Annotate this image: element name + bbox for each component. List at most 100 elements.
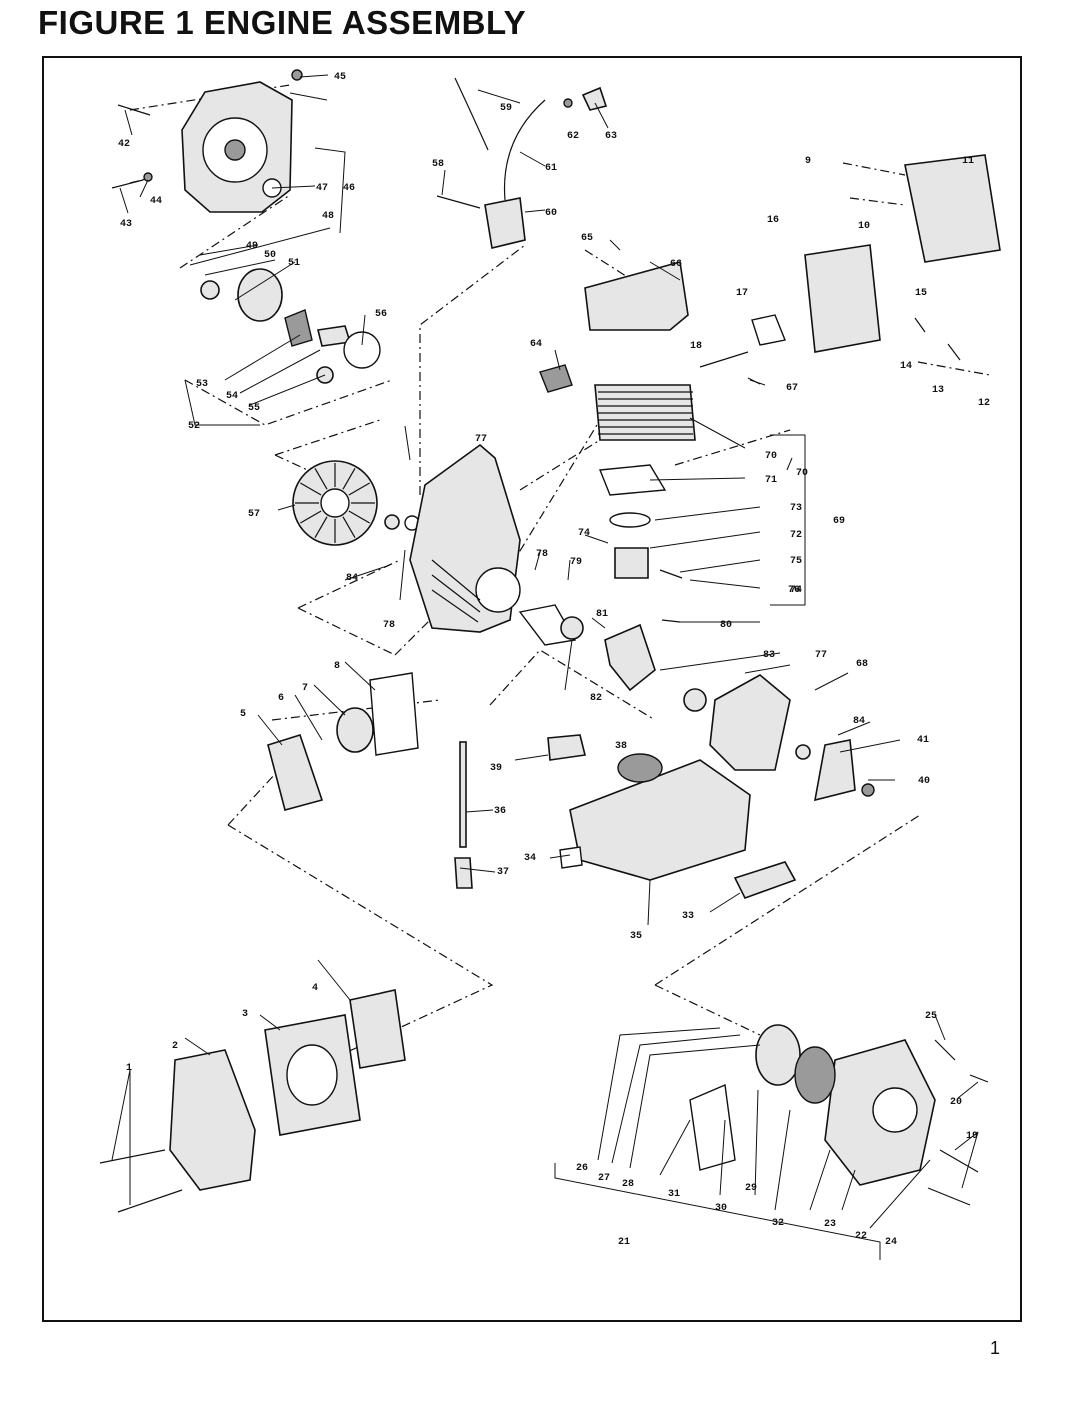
leader-line-62 [184, 1037, 211, 1056]
part-label-1: 1 [126, 1063, 132, 1074]
leader-line-10 [204, 259, 276, 276]
leader-line-8 [189, 227, 331, 266]
assembly-line-15 [674, 429, 791, 466]
leader-line-72 [659, 1119, 691, 1176]
part-label-51: 51 [288, 258, 300, 269]
part-label-27: 27 [598, 1173, 610, 1184]
flywheel-fin [300, 510, 322, 524]
part-label-5: 5 [240, 709, 246, 720]
flywheel-hub [320, 488, 350, 518]
leader-line-2 [289, 92, 328, 101]
leader-line-37 [591, 617, 606, 629]
pin-75 [659, 569, 683, 579]
assembly-line-23 [917, 361, 991, 376]
part-label-34: 34 [524, 853, 536, 864]
crankcase-bore [475, 567, 521, 613]
assembly-line-12 [489, 419, 601, 601]
part-label-14: 14 [900, 361, 912, 372]
leader-line-59 [257, 714, 283, 746]
page-title: FIGURE 1 ENGINE ASSEMBLY [38, 4, 527, 41]
flywheel-fin [300, 482, 322, 496]
washer-56 [343, 331, 381, 369]
leader-line-9 [199, 244, 259, 256]
part-label-49: 49 [246, 241, 258, 252]
part-label-74: 74 [578, 528, 590, 539]
part-label-80: 80 [720, 620, 732, 631]
part-label-53: 53 [196, 379, 208, 390]
assembly-line-17 [227, 824, 494, 1061]
assembly-line-22 [849, 197, 906, 206]
leader-line-52 [459, 867, 496, 873]
boot-63 [581, 86, 608, 111]
leader-line-27 [689, 417, 746, 449]
parts-layer [99, 69, 1001, 1213]
part-label-52: 52 [188, 421, 200, 432]
page-number: 1 [990, 1338, 1001, 1358]
leader-line-56 [344, 661, 376, 691]
bracket-17 [751, 314, 786, 346]
part-label-35: 35 [630, 931, 642, 942]
plate-41 [813, 739, 856, 802]
part-label-74: 74 [790, 585, 802, 596]
part-label-81: 81 [596, 609, 608, 620]
fan-housing-hub [224, 139, 246, 161]
part-label-58: 58 [432, 159, 444, 170]
leader-line-73 [719, 1119, 726, 1196]
leader-line-19 [594, 102, 609, 129]
leader-line-63 [111, 1069, 131, 1161]
insulator-7 [336, 707, 374, 753]
part-label-9: 9 [805, 156, 811, 167]
part-label-77: 77 [815, 650, 827, 661]
part-label-25: 25 [925, 1011, 937, 1022]
part-label-46: 46 [343, 183, 355, 194]
leader-line-49 [567, 559, 571, 581]
flywheel-fin [314, 468, 328, 490]
crankshaft-83 [604, 623, 656, 692]
leader-line-31 [654, 506, 761, 521]
leader-line-43 [839, 739, 901, 753]
leader-line-42 [837, 721, 871, 736]
leader-line-57 [313, 684, 346, 716]
assembly-line-11 [519, 439, 601, 491]
leader-line-12 [224, 334, 301, 381]
part-label-6: 6 [278, 693, 284, 704]
leader-line-51 [465, 809, 494, 813]
screw-43 [111, 179, 144, 189]
leader-line-16 [361, 314, 366, 346]
spark-plug-64 [539, 364, 573, 393]
leader-line-75 [774, 1109, 791, 1211]
part-label-24: 24 [885, 1237, 897, 1248]
part-label-61: 61 [545, 163, 557, 174]
assembly-line-19 [654, 814, 921, 986]
assembly-line-14 [584, 249, 641, 286]
part-label-40: 40 [918, 776, 930, 787]
leader-lines [111, 74, 979, 1260]
part-label-62: 62 [567, 131, 579, 142]
air-cover-2 [169, 1049, 256, 1191]
leader-line-30 [786, 457, 793, 471]
part-label-78: 78 [383, 620, 395, 631]
primer-bulb-60 [484, 197, 526, 249]
part-label-37: 37 [497, 867, 509, 878]
muffler-16 [804, 244, 881, 353]
part-labels: 1234567891011121314151617181920212223242… [118, 72, 990, 1248]
leader-line-33 [679, 559, 761, 573]
starter-opening [872, 1087, 918, 1133]
fuel-cap-38 [617, 753, 663, 783]
plate-4 [349, 989, 406, 1069]
pin-25 [934, 1039, 956, 1061]
part-label-54: 54 [226, 391, 238, 402]
nut-40 [861, 783, 875, 797]
part-label-2: 2 [172, 1041, 178, 1052]
part-label-7: 7 [302, 683, 308, 694]
leader-line-20 [519, 151, 546, 167]
part-label-48: 48 [322, 211, 334, 222]
part-label-16: 16 [767, 215, 779, 226]
leader-line-28 [649, 477, 746, 481]
part-label-31: 31 [668, 1189, 680, 1200]
leader-line-45 [404, 425, 411, 461]
leader-line-54 [647, 879, 651, 926]
fuel-tank-35 [569, 759, 751, 881]
assembly-line-4 [184, 379, 393, 426]
leader-line-29 [770, 434, 806, 606]
